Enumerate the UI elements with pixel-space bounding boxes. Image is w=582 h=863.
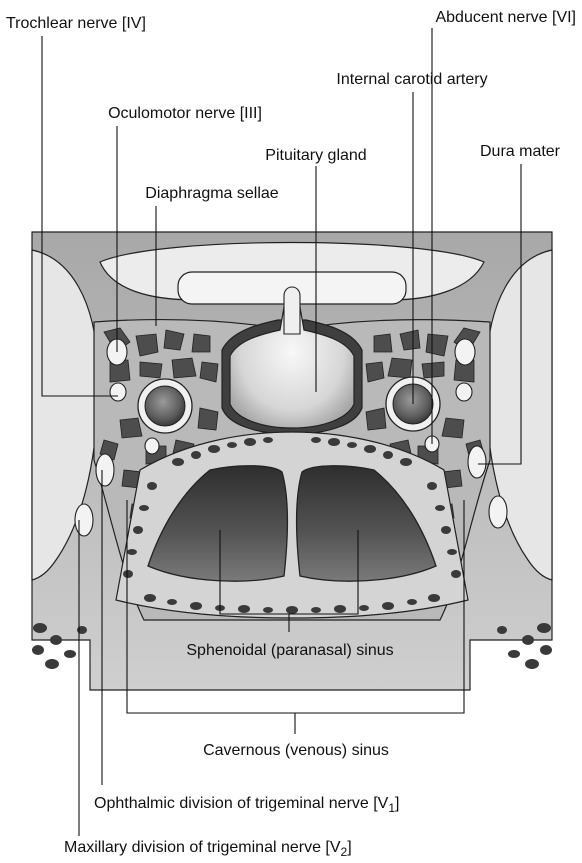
oculomotor-nerve-right: [455, 339, 475, 365]
ophthalmic-nerve-left: [96, 454, 114, 486]
maxillary-nerve-right: [489, 496, 507, 528]
label-dura-mater: Dura mater: [480, 143, 561, 160]
label-maxillary-division: Maxillary division of trigeminal nerve […: [64, 839, 352, 859]
abducent-nerve-left: [145, 438, 159, 454]
trochlear-nerve-left: [110, 383, 126, 401]
label-ophthalmic-division: Ophthalmic division of trigeminal nerve …: [94, 795, 400, 815]
anatomy-drawing: [32, 232, 552, 690]
label-cavernous-sinus: Cavernous (venous) sinus: [203, 742, 389, 759]
pituitary-stalk: [284, 287, 300, 334]
label-pituitary-gland: Pituitary gland: [265, 147, 366, 164]
label-internal-carotid-artery: Internal carotid artery: [336, 71, 487, 88]
label-abducent-nerve: Abducent nerve [VI]: [435, 9, 576, 26]
label-oculomotor-nerve: Oculomotor nerve [III]: [108, 105, 262, 122]
maxillary-nerve-left: [75, 504, 93, 536]
internal-carotid-artery-left: [138, 379, 192, 433]
label-diaphragma-sellae: Diaphragma sellae: [145, 185, 279, 202]
label-trochlear-nerve: Trochlear nerve [IV]: [6, 15, 146, 32]
ophthalmic-nerve-right: [468, 446, 486, 478]
trochlear-nerve-right: [456, 383, 472, 401]
label-sphenoidal-sinus: Sphenoidal (paranasal) sinus: [186, 642, 393, 659]
